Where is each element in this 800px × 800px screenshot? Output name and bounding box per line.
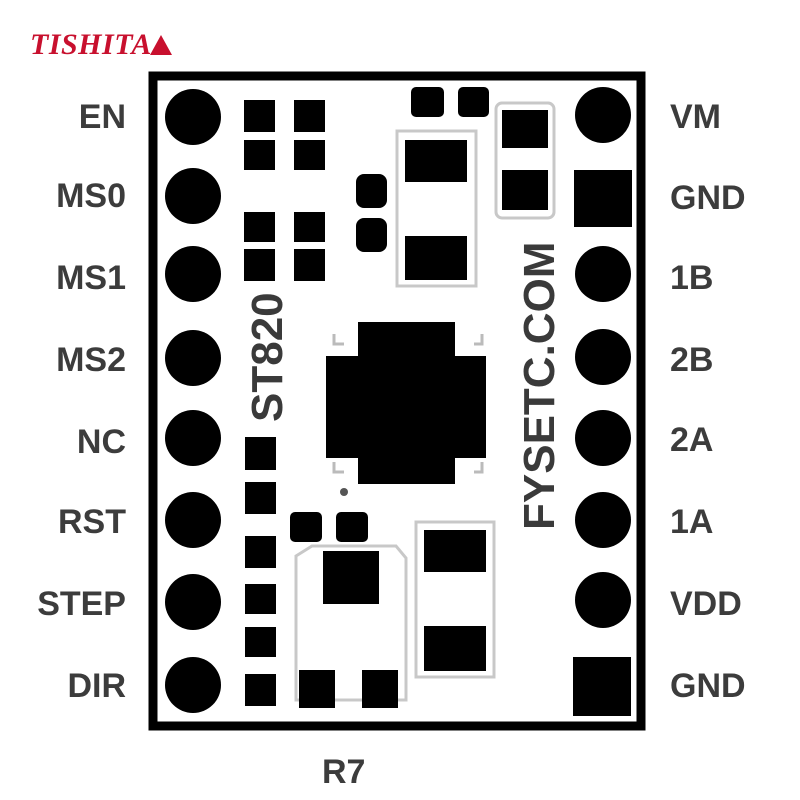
pad-gnd-bottom [573, 657, 631, 716]
driver-chip [326, 322, 486, 496]
pad-1a [575, 492, 631, 548]
pad-vm [575, 87, 631, 143]
pin-label-2a: 2A [670, 421, 714, 459]
pin-label-nc: NC [76, 423, 126, 461]
pin-label-vdd: VDD [670, 585, 742, 623]
pin1-marker [340, 488, 348, 496]
pad-vdd [575, 572, 631, 628]
pad-gnd-top [574, 170, 632, 227]
pin-label-1b: 1B [670, 259, 714, 297]
pad-rst [165, 492, 221, 548]
pin-label-rst: RST [58, 503, 126, 541]
sot-footprint [294, 544, 408, 708]
footer-label: R7 [322, 753, 366, 791]
brand-logo: TISHITA [30, 28, 172, 62]
pin-label-en: EN [78, 98, 126, 136]
pin-label-dir: DIR [67, 667, 126, 705]
pad-nc [165, 410, 221, 466]
resistor-array-middle [244, 212, 325, 281]
brand-logo-text: TISHITA [30, 28, 152, 61]
pad-en [165, 89, 221, 145]
pin-label-gnd-top: GND [670, 179, 746, 217]
pad-step [165, 574, 221, 630]
pin-label-step: STEP [37, 585, 126, 623]
capacitor-under-chip [290, 512, 368, 542]
pin-label-vm: VM [670, 98, 721, 136]
capacitor-bottom [414, 520, 496, 679]
right-header [573, 87, 632, 716]
capacitor-top-small [411, 87, 489, 117]
pad-ms0 [165, 168, 221, 224]
left-header [165, 89, 221, 713]
capacitor-right-top [494, 101, 556, 220]
chip-label: ST820 [243, 292, 292, 422]
pad-ms2 [165, 330, 221, 386]
pad-1b [575, 246, 631, 302]
pin-label-ms0: MS0 [56, 177, 126, 215]
pin-label-ms2: MS2 [56, 341, 126, 379]
pin-label-1a: 1A [670, 503, 714, 541]
pad-dir [165, 657, 221, 713]
pad-2a [575, 410, 631, 466]
capacitor-vertical [356, 174, 387, 252]
pin-label-ms1: MS1 [56, 259, 126, 297]
pad-2b [575, 329, 631, 385]
pin-label-2b: 2B [670, 341, 714, 379]
resistor-column [245, 437, 276, 706]
website-label: FYSETC.COM [515, 242, 564, 530]
pad-ms1 [165, 246, 221, 302]
electrolytic-cap-footprint [395, 129, 478, 288]
resistor-array-top [244, 100, 325, 170]
brand-peak-icon [149, 35, 172, 55]
pin-label-gnd-bottom: GND [670, 667, 746, 705]
